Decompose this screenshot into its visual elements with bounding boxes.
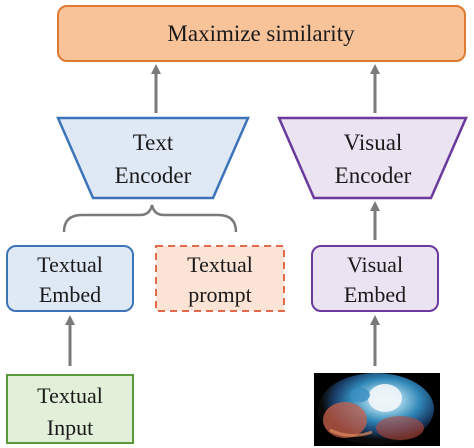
visual-encoder: Visual Encoder bbox=[277, 116, 468, 200]
textual-input-box: Textual Input bbox=[6, 374, 134, 444]
text-encoder: Text Encoder bbox=[56, 116, 250, 200]
textual-input-label-line2: Input bbox=[47, 415, 93, 440]
visual-embed-label-line2: Embed bbox=[344, 282, 406, 307]
textual-embed-label-line2: Embed bbox=[39, 282, 101, 307]
textual-embed-label-line1: Textual bbox=[37, 252, 103, 277]
textual-embed-box: Textual Embed bbox=[6, 245, 134, 312]
visual-embed-label-line1: Visual bbox=[347, 252, 403, 277]
text-encoder-label-line2: Encoder bbox=[115, 163, 192, 188]
endoscopy-image bbox=[314, 373, 440, 446]
textual-prompt-label-line2: prompt bbox=[188, 282, 252, 307]
textual-input-label-line1: Textual bbox=[37, 383, 103, 408]
textual-prompt-box: Textual prompt bbox=[155, 245, 285, 312]
visual-encoder-label-line1: Visual bbox=[344, 130, 403, 155]
textual-prompt-label-line1: Textual bbox=[187, 252, 253, 277]
maximize-similarity-box: Maximize similarity bbox=[57, 5, 466, 62]
maximize-similarity-label: Maximize similarity bbox=[167, 21, 355, 46]
visual-encoder-label-line2: Encoder bbox=[335, 163, 412, 188]
text-encoder-label-line1: Text bbox=[133, 130, 174, 155]
visual-embed-box: Visual Embed bbox=[311, 245, 439, 312]
merge-brace bbox=[62, 204, 238, 233]
